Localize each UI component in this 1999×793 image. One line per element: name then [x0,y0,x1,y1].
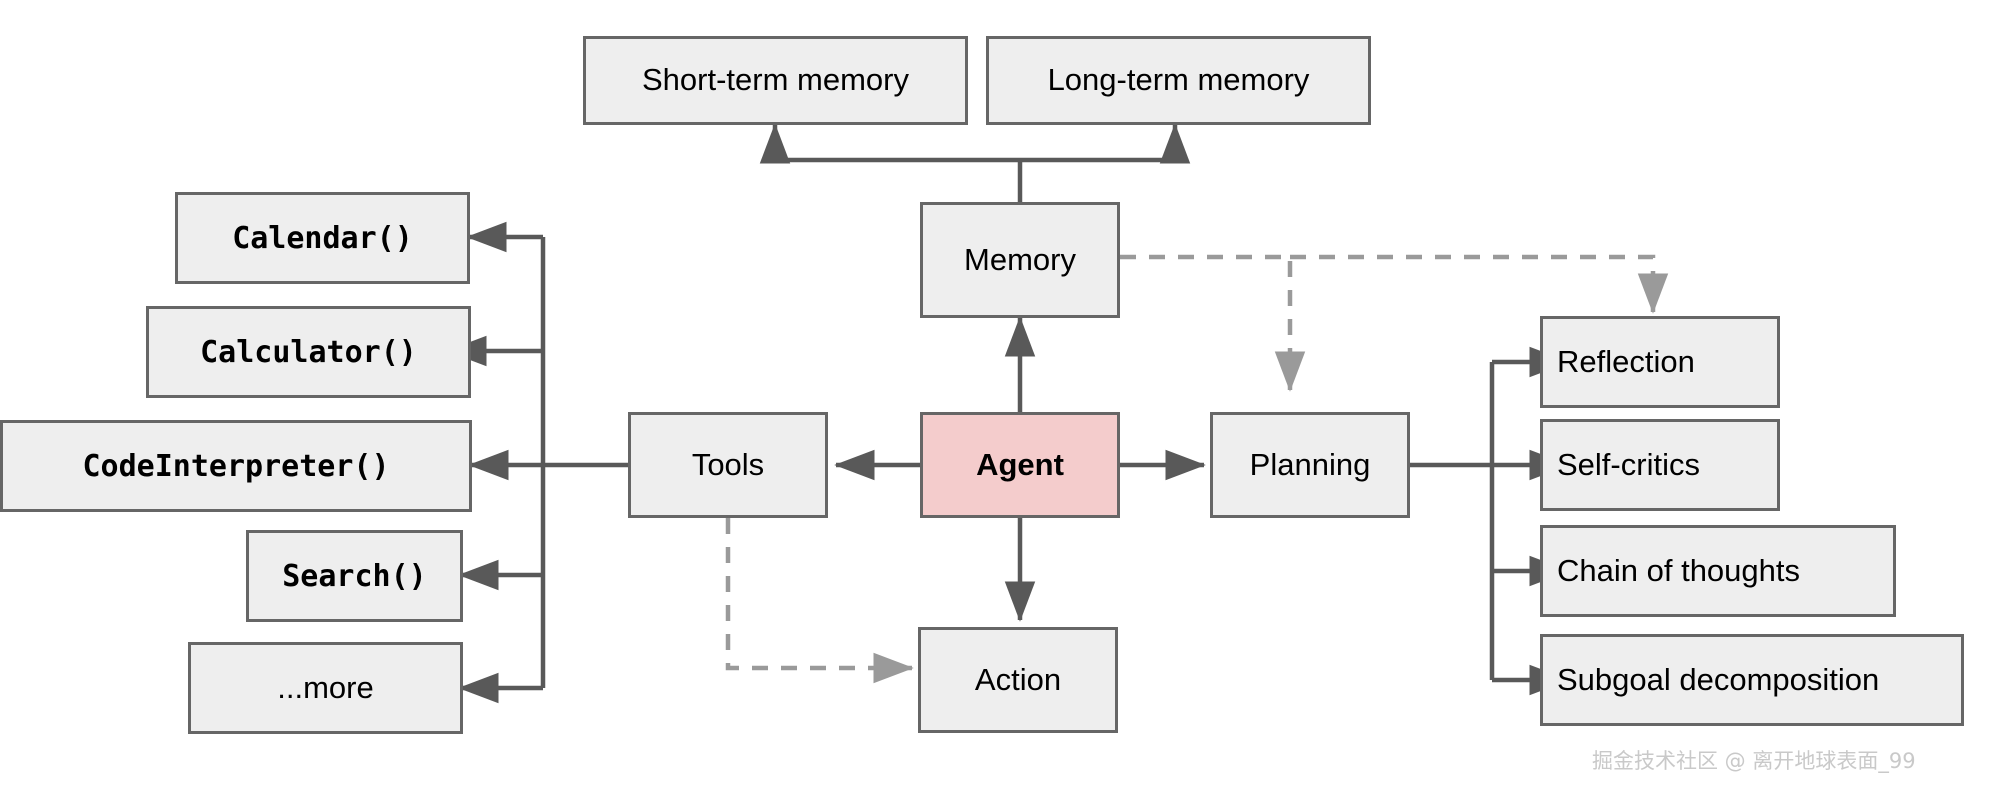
node-planning-label: Planning [1249,446,1371,482]
node-planning[interactable]: Planning [1210,412,1410,518]
node-code-interpreter[interactable]: CodeInterpreter() [0,420,472,512]
node-calendar-label: Calendar() [232,220,413,256]
node-more-label: ...more [277,669,374,705]
node-chain-of-thoughts-label: Chain of thoughts [1557,552,1801,588]
node-reflection-label: Reflection [1557,343,1695,379]
node-more[interactable]: ...more [188,642,463,734]
edge-memory-to-planning-dashed [1120,254,1306,392]
watermark-text: 掘金技术社区 @ 离开地球表面_99 [1592,749,1916,773]
node-chain-of-thoughts[interactable]: Chain of thoughts [1540,525,1896,617]
node-self-critics-label: Self-critics [1557,446,1700,482]
edge-memory-to-long-term [1020,123,1191,164]
node-calculator[interactable]: Calculator() [146,306,471,398]
node-long-term-memory-label: Long-term memory [1047,62,1310,98]
node-action[interactable]: Action [918,627,1118,733]
node-tools-label: Tools [691,446,765,482]
node-subgoal-decomposition[interactable]: Subgoal decomposition [1540,634,1964,726]
node-short-term-memory-label: Short-term memory [642,62,909,98]
node-calendar[interactable]: Calendar() [175,192,470,284]
edge-memory-to-short-term [759,123,1020,164]
node-reflection[interactable]: Reflection [1540,316,1780,408]
node-subgoal-decomposition-label: Subgoal decomposition [1557,661,1880,697]
node-long-term-memory[interactable]: Long-term memory [986,36,1371,125]
node-tools[interactable]: Tools [628,412,828,518]
node-agent[interactable]: Agent [920,412,1120,518]
node-search-label: Search() [282,558,427,594]
node-agent-label: Agent [976,446,1064,482]
node-calculator-label: Calculator() [200,334,417,370]
edge-tools-to-action-dashed [725,518,914,684]
node-self-critics[interactable]: Self-critics [1540,419,1780,511]
node-memory[interactable]: Memory [920,202,1120,318]
node-search[interactable]: Search() [246,530,463,622]
node-memory-label: Memory [964,241,1076,277]
node-action-label: Action [974,661,1062,697]
node-code-interpreter-label: CodeInterpreter() [82,448,390,484]
edge-memory-to-reflection-dashed [1290,254,1669,314]
node-short-term-memory[interactable]: Short-term memory [583,36,968,125]
watermark: 掘金技术社区 @ 离开地球表面_99 [1592,745,1916,775]
